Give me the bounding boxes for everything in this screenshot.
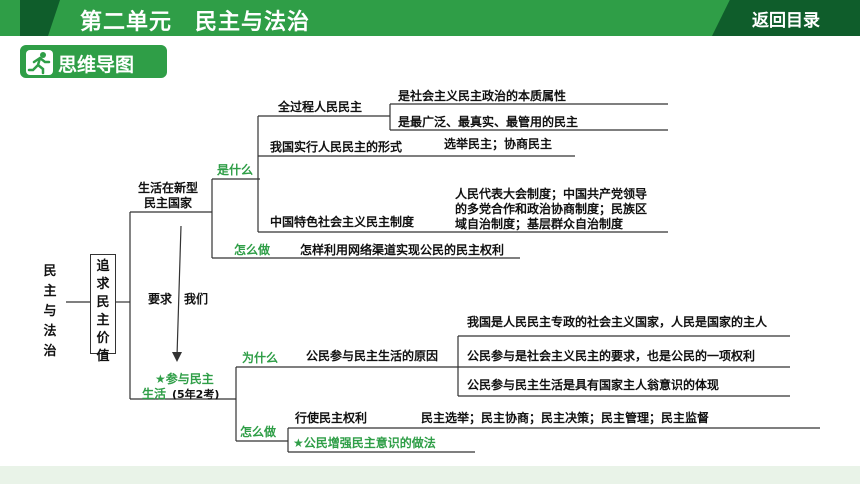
- reason-label: 公民参与民主生活的原因: [306, 349, 439, 363]
- exercise-label: 行使民主权利: [295, 411, 368, 425]
- exercise-value: 民主选举；民主协商；民主决策；民主管理；民主监督: [421, 411, 710, 425]
- branch2-how: 怎么做: [240, 425, 277, 439]
- whole-process-item-1: 是社会主义民主政治的本质属性: [398, 89, 567, 103]
- runner-icon: [26, 50, 53, 75]
- branch2-exam-count: (5年2考): [172, 388, 220, 401]
- back-to-contents-button[interactable]: 返回目录: [752, 11, 820, 31]
- whole-process-item-2: 是最广泛、最真实、最管用的民主: [398, 115, 579, 129]
- system-line-1: 人民代表大会制度；中国共产党领导: [455, 187, 648, 201]
- system-line-2: 的多党合作和政治协商制度；民族区: [455, 202, 648, 216]
- header-bar: 第二单元 民主与法治 返回目录: [0, 0, 860, 36]
- branch2-label-line2: 生活: [142, 387, 167, 401]
- requirement-label: 要求: [148, 292, 173, 306]
- root-node: 民主与法治: [43, 264, 57, 359]
- branch1-what: 是什么: [217, 163, 254, 177]
- branch2-label-line1: ★参与民主: [155, 372, 214, 386]
- awareness-label: ★公民增强民主意识的做法: [293, 436, 436, 450]
- forms-label: 我国实行人民民主的形式: [270, 140, 403, 154]
- reason-3: 公民参与民主生活是具有国家主人翁意识的体现: [467, 378, 720, 392]
- branch1-label-line2: 民主国家: [144, 196, 193, 210]
- system-line-3: 域自治制度；基层群众自治制度: [455, 217, 624, 231]
- sub-node: 追求民主价值: [96, 259, 110, 364]
- branch1-label-line1: 生活在新型: [138, 181, 199, 195]
- whole-process-label: 全过程人民民主: [278, 100, 363, 114]
- branch1-how-value: 怎样利用网络渠道实现公民的民主权利: [300, 243, 505, 257]
- reason-2: 公民参与是社会主义民主的要求，也是公民的一项权利: [467, 349, 756, 363]
- footer-bar: [0, 466, 860, 484]
- reason-1: 我国是人民民主专政的社会主义国家，人民是国家的主人: [467, 315, 768, 329]
- system-label: 中国特色社会主义民主制度: [270, 215, 415, 229]
- section-title: 思维导图: [58, 54, 135, 76]
- branch2-why: 为什么: [242, 351, 279, 365]
- page-title: 第二单元 民主与法治: [80, 10, 311, 35]
- we-label: 我们: [184, 292, 209, 306]
- forms-value: 选举民主；协商民主: [444, 137, 553, 151]
- sub-node-box: [90, 254, 116, 354]
- section-badge: 思维导图: [20, 45, 167, 78]
- branch1-how: 怎么做: [234, 243, 271, 257]
- back-button-bg[interactable]: [712, 0, 860, 36]
